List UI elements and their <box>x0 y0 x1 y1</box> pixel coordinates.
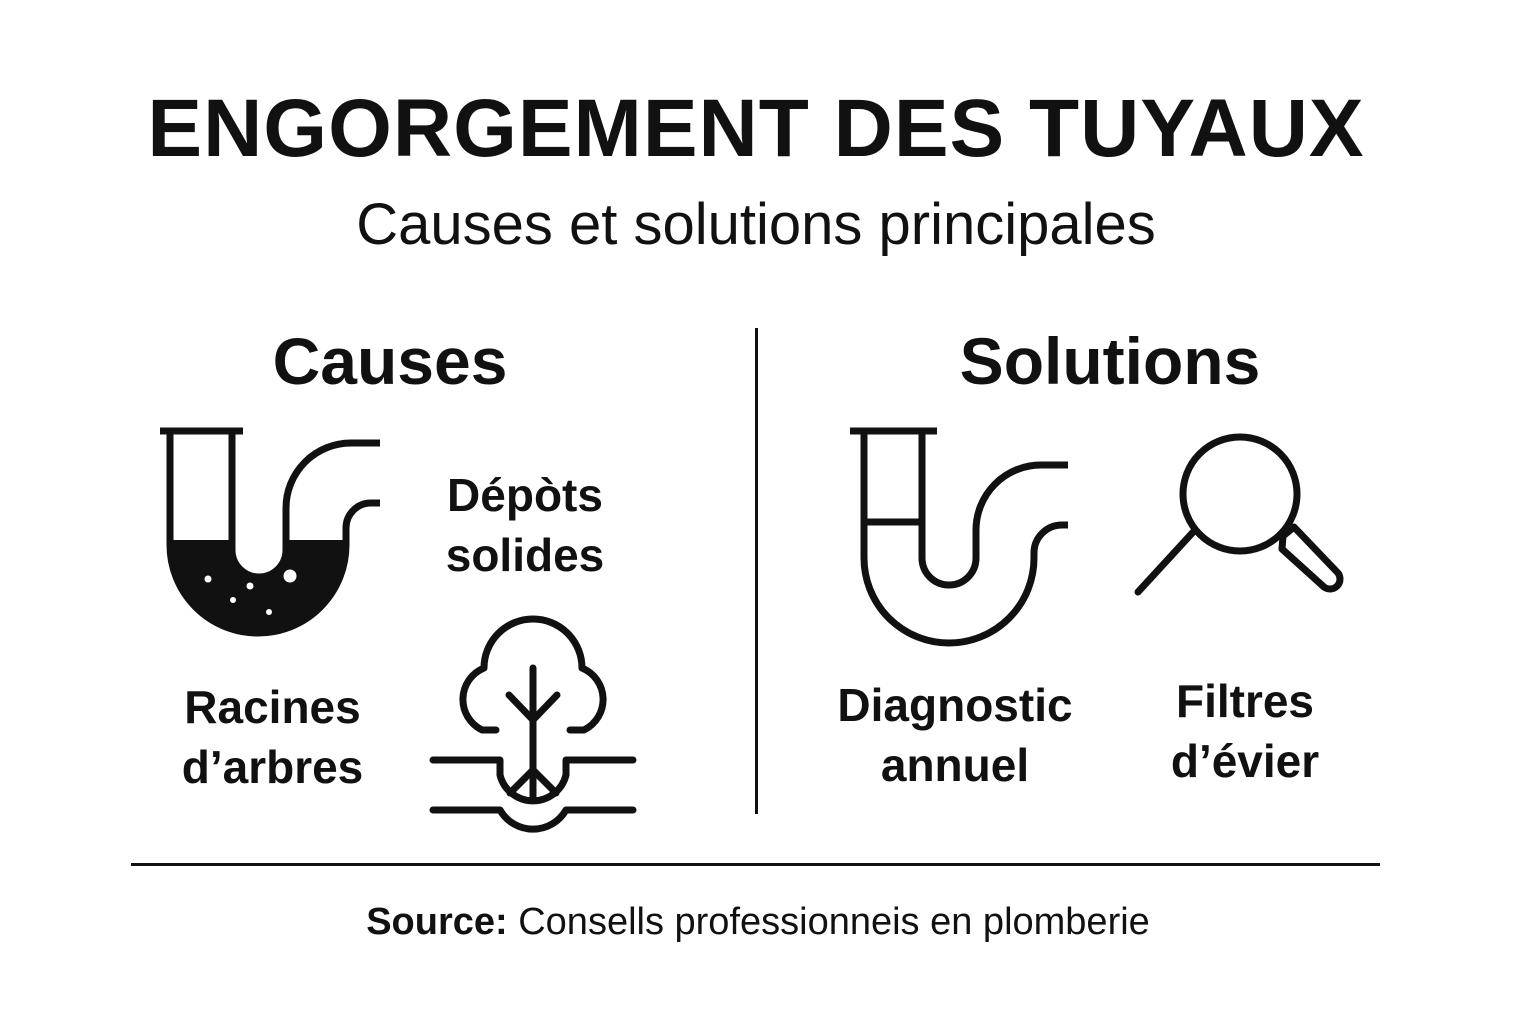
cause-label-roots: Racines d’arbres <box>181 681 364 793</box>
source-note: Source: Consells professionneis en plomb… <box>0 900 1516 946</box>
source-text: Consells professionneis en plomberie <box>507 901 1150 943</box>
page-subtitle: Causes et solutions principales <box>356 192 1156 257</box>
solution-label-diagnostic: Diagnostic annuel <box>837 679 1073 791</box>
clogged-pipe-icon <box>160 427 380 637</box>
tree-roots-icon <box>429 615 637 833</box>
solutions-heading: Solutions <box>959 324 1261 398</box>
magnifier-icon <box>1134 433 1344 596</box>
causes-heading: Causes <box>272 324 508 398</box>
source-label: Source: <box>366 901 508 943</box>
column-divider <box>755 328 758 814</box>
pipe-icon <box>850 427 1068 647</box>
footer-divider <box>131 863 1380 866</box>
page-title: ENGORGEMENT DES TUYAUX <box>147 83 1365 174</box>
cause-label-deposits: Dépòts solides <box>445 469 605 581</box>
solution-label-filters: Filtres d’évier <box>1170 675 1320 787</box>
